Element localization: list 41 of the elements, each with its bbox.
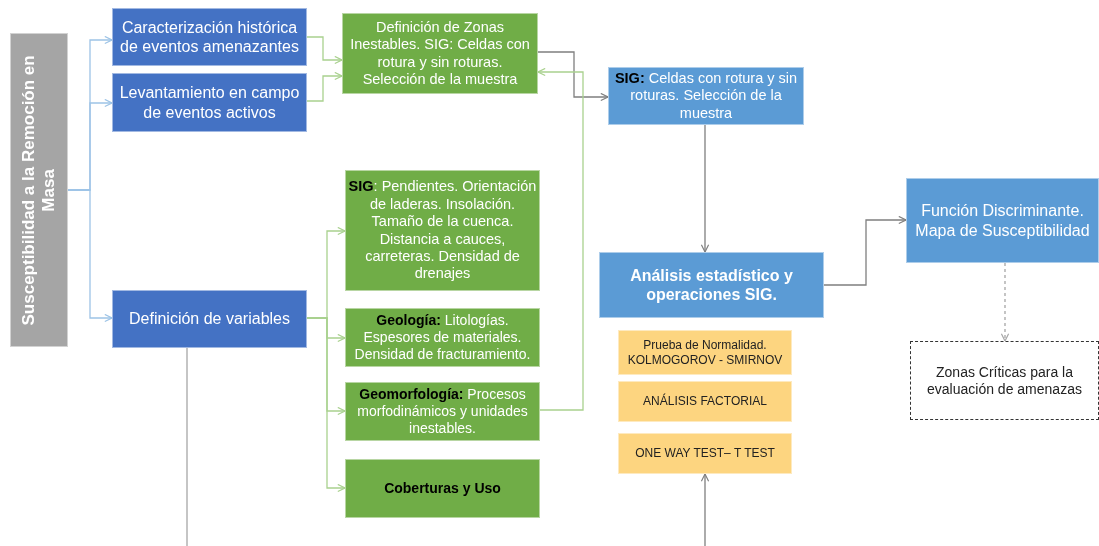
arrow [537,51,609,102]
process-box [345,170,540,291]
box-text: SIG: Celdas con rotura y sin roturas. Selección de la muestra [613,69,799,123]
box-text: Prueba de Normalidad. KOLMOGOROV - SMIRNOV [626,338,784,367]
arrow [67,189,113,323]
box-text: ONE WAY TEST– T TEST [634,446,776,461]
process-box [906,178,1099,263]
box-text: SIG: Pendientes. Orientación de laderas. Insolación. Tamaño de la cuenca. Distancia a cauces, carreteras. Densidad de drenajes [347,178,538,283]
box-text: Caracterización histórica de eventos amenazantes [119,17,300,57]
arrow [306,36,343,65]
process-box [112,8,307,66]
arrow [823,215,907,286]
category-box [10,33,68,347]
arrow [306,71,343,102]
process-box [342,13,538,94]
box-text: Análisis estadístico y operaciones SIG. [629,265,794,305]
box-text: Coberturas y Uso [383,480,502,497]
dashed-box [910,341,1099,420]
process-box [599,252,824,318]
arrow [1000,262,1010,342]
method-box [618,330,792,375]
process-box [112,290,307,348]
method-box [618,381,792,422]
box-text: Función Discriminante. Mapa de Susceptibilidad [914,201,1091,240]
box-text: Geomorfología: Procesos morfodinámicos y unidades inestables. [356,386,529,437]
box-text: Geología: Litologías. Espesores de materiales. Densidad de fracturamiento. [353,312,532,363]
box-text: Levantamiento en campo de eventos activos [118,83,301,122]
box-text: Definición de Zonas Inestables. SIG: Celdas con rotura y sin roturas. Selección de la muestra [349,18,531,89]
process-box [112,73,307,132]
arrow [700,473,710,546]
box-text: Zonas Críticas para la evaluación de amenazas [926,363,1083,398]
box-text: ANÁLISIS FACTORIAL [642,394,768,409]
connector-line [186,347,188,546]
process-box [345,308,540,367]
arrow [700,124,710,253]
arrow [537,67,584,411]
box-text: Definición de variables [128,309,291,329]
process-box [345,459,540,518]
method-box [618,433,792,474]
vertical-label: Susceptibilidad a la Remoción en Masa [18,53,59,328]
process-box [345,382,540,441]
